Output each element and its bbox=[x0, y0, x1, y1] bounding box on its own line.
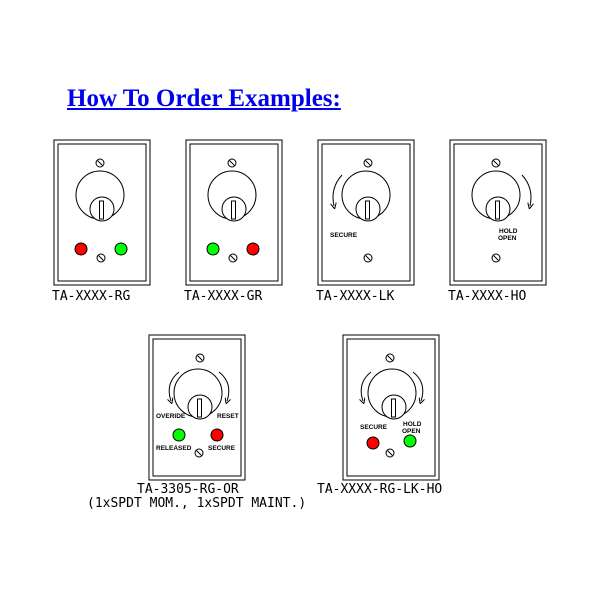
page-title[interactable]: How To Order Examples: bbox=[67, 85, 341, 112]
rotate-arrow-right-icon bbox=[218, 371, 229, 401]
screw-icon bbox=[385, 353, 395, 363]
hold-label: HOLD bbox=[499, 228, 518, 235]
panel-lk: SECURE bbox=[317, 139, 415, 286]
model-note: (1xSPDT MOM., 1xSPDT MAINT.) bbox=[87, 496, 306, 511]
rotate-arrow-icon bbox=[521, 174, 531, 206]
screw-icon bbox=[491, 253, 501, 263]
panel-rg bbox=[53, 139, 151, 286]
secure-label: SECURE bbox=[360, 424, 388, 431]
model-label: TA-XXXX-HO bbox=[448, 289, 526, 304]
model-label: TA-3305-RG-OR bbox=[137, 482, 239, 497]
open-label: OPEN bbox=[498, 235, 517, 242]
green-led bbox=[206, 242, 220, 256]
screw-icon bbox=[363, 253, 373, 263]
secure-label: SECURE bbox=[208, 445, 236, 452]
model-label: TA-XXXX-RG-LK-HO bbox=[317, 482, 442, 497]
open-label: OPEN bbox=[402, 428, 421, 435]
screw-icon bbox=[96, 253, 106, 263]
screw-icon bbox=[228, 253, 238, 263]
screw-icon bbox=[227, 158, 237, 168]
screw-icon bbox=[95, 158, 105, 168]
red-led bbox=[210, 428, 224, 442]
screw-icon bbox=[363, 158, 373, 168]
red-led bbox=[246, 242, 260, 256]
secure-label: SECURE bbox=[330, 232, 358, 239]
reset-label: RESET bbox=[217, 413, 239, 420]
green-led bbox=[403, 434, 417, 448]
hold-label: HOLD bbox=[403, 421, 422, 428]
screw-icon bbox=[194, 448, 204, 458]
panel-ho: HOLD OPEN bbox=[449, 139, 547, 286]
red-led bbox=[74, 242, 88, 256]
model-label: TA-XXXX-GR bbox=[184, 289, 262, 304]
model-label: TA-XXXX-RG bbox=[52, 289, 130, 304]
panel-rg-lk-ho: SECURE HOLD OPEN bbox=[342, 334, 440, 481]
screw-icon bbox=[491, 158, 501, 168]
screw-icon bbox=[385, 448, 395, 458]
panel-rg-or: OVERIDE RESET RELEASED SECURE bbox=[148, 334, 246, 481]
rotate-arrow-left-icon bbox=[361, 371, 372, 401]
green-led bbox=[114, 242, 128, 256]
screw-icon bbox=[195, 353, 205, 363]
panel-gr bbox=[185, 139, 283, 286]
green-led bbox=[172, 428, 186, 442]
model-label: TA-XXXX-LK bbox=[316, 289, 394, 304]
rotate-arrow-icon bbox=[333, 174, 343, 206]
released-label: RELEASED bbox=[156, 445, 192, 452]
rotate-arrow-right-icon bbox=[412, 371, 423, 401]
red-led bbox=[366, 436, 380, 450]
overide-label: OVERIDE bbox=[156, 413, 186, 420]
rotate-arrow-left-icon bbox=[169, 371, 180, 401]
